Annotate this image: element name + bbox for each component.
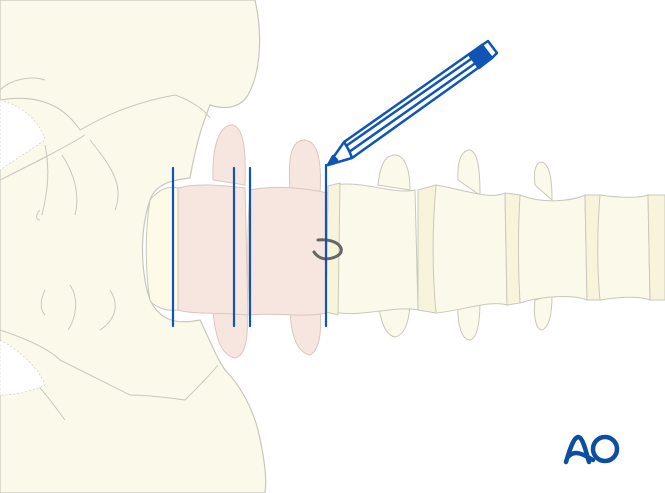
sacrum-pelvis	[0, 0, 267, 493]
lumbar-vertebrae	[325, 149, 665, 341]
logo-text: AO	[563, 432, 565, 433]
highlighted-vertebrae	[174, 124, 329, 359]
foramen-openings	[0, 99, 46, 396]
sacral-body-lip	[145, 186, 179, 311]
pencil-icon	[326, 39, 499, 167]
hook-mark	[312, 238, 343, 261]
marking-lines	[171, 163, 328, 328]
ao-logo: AO	[563, 432, 620, 465]
